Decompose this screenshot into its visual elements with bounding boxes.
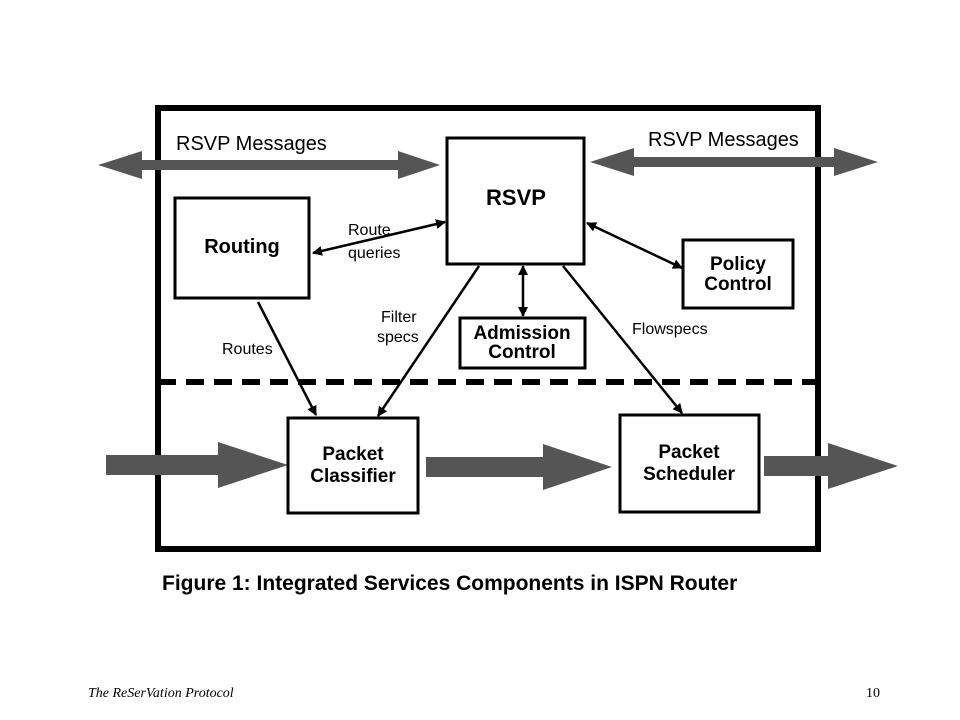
edge-rsvp-messages-right xyxy=(590,148,878,176)
node-routing xyxy=(173,196,311,300)
node-admission xyxy=(458,316,587,370)
edge-label-routes: Routes xyxy=(222,341,273,358)
edge-label-flowspecs: Flowspecs xyxy=(632,321,708,338)
edge-route-queries xyxy=(312,219,446,256)
edge-label-rsvp-messages-left: RSVP Messages xyxy=(176,133,327,155)
node-scheduler-label-2: Scheduler xyxy=(643,464,735,485)
node-policy-label-2: Control xyxy=(704,274,772,295)
node-classifier xyxy=(286,416,420,515)
node-rsvp-label: RSVP xyxy=(486,185,546,210)
footer-title: The ReSerVation Protocol xyxy=(88,686,234,701)
node-classifier-label-2: Classifier xyxy=(310,466,396,487)
node-policy-label-1: Policy xyxy=(710,254,766,275)
edge-data-out xyxy=(764,443,898,489)
router-frame xyxy=(155,105,821,552)
figure-caption: Figure 1: Integrated Services Components… xyxy=(162,572,737,595)
edge-filter-specs xyxy=(376,265,481,417)
edge-routes xyxy=(256,301,318,416)
edge-label-route-queries-2: queries xyxy=(348,245,400,262)
edge-rsvp-messages-left xyxy=(98,151,440,179)
node-admission-label-1: Admission xyxy=(473,323,570,344)
edge-rsvp-policy xyxy=(586,221,683,270)
node-classifier-label-1: Packet xyxy=(322,444,384,465)
edge-flowspecs xyxy=(562,265,683,414)
edge-label-rsvp-messages-right: RSVP Messages xyxy=(648,129,799,151)
footer-page-number: 10 xyxy=(866,686,880,701)
node-admission-label-2: Control xyxy=(488,342,556,363)
node-policy xyxy=(681,238,795,310)
edge-label-filter-specs-1: Filter xyxy=(381,309,417,326)
node-routing-label: Routing xyxy=(204,236,280,258)
node-scheduler xyxy=(618,413,761,514)
node-rsvp xyxy=(445,136,586,266)
node-scheduler-label-1: Packet xyxy=(658,442,720,463)
edge-data-in xyxy=(106,442,288,488)
edge-classifier-scheduler xyxy=(426,444,612,490)
edge-label-filter-specs-2: specs xyxy=(377,329,419,346)
edge-label-route-queries-1: Route xyxy=(348,222,391,239)
